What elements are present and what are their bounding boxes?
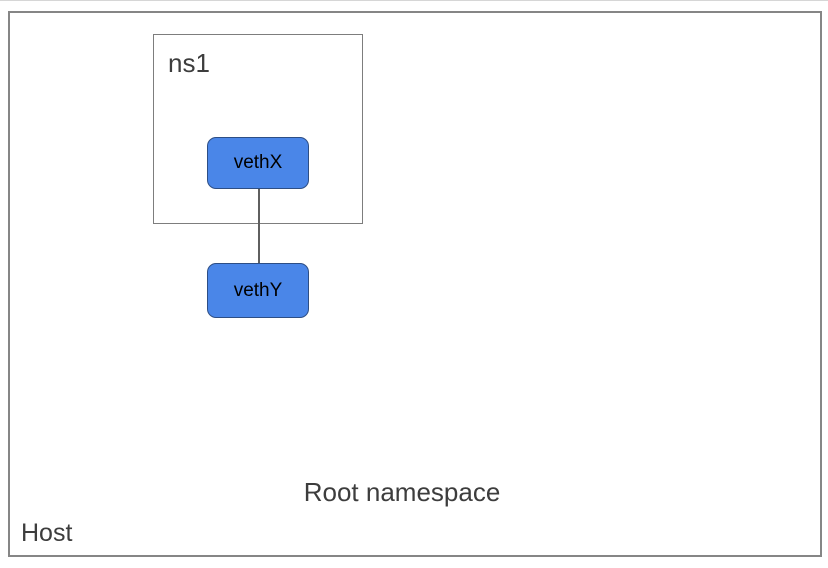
node-vethy-label: vethY	[233, 279, 283, 301]
ns1-label: ns1	[168, 48, 210, 78]
veth-connector-line	[258, 188, 260, 264]
root-namespace-label: Root namespace	[303, 477, 501, 507]
host-label: Host	[21, 519, 73, 547]
node-vethy: vethY	[207, 263, 309, 318]
node-vethx-label: vethX	[233, 152, 283, 173]
node-vethx: vethX	[207, 137, 309, 189]
host-box	[8, 11, 822, 557]
